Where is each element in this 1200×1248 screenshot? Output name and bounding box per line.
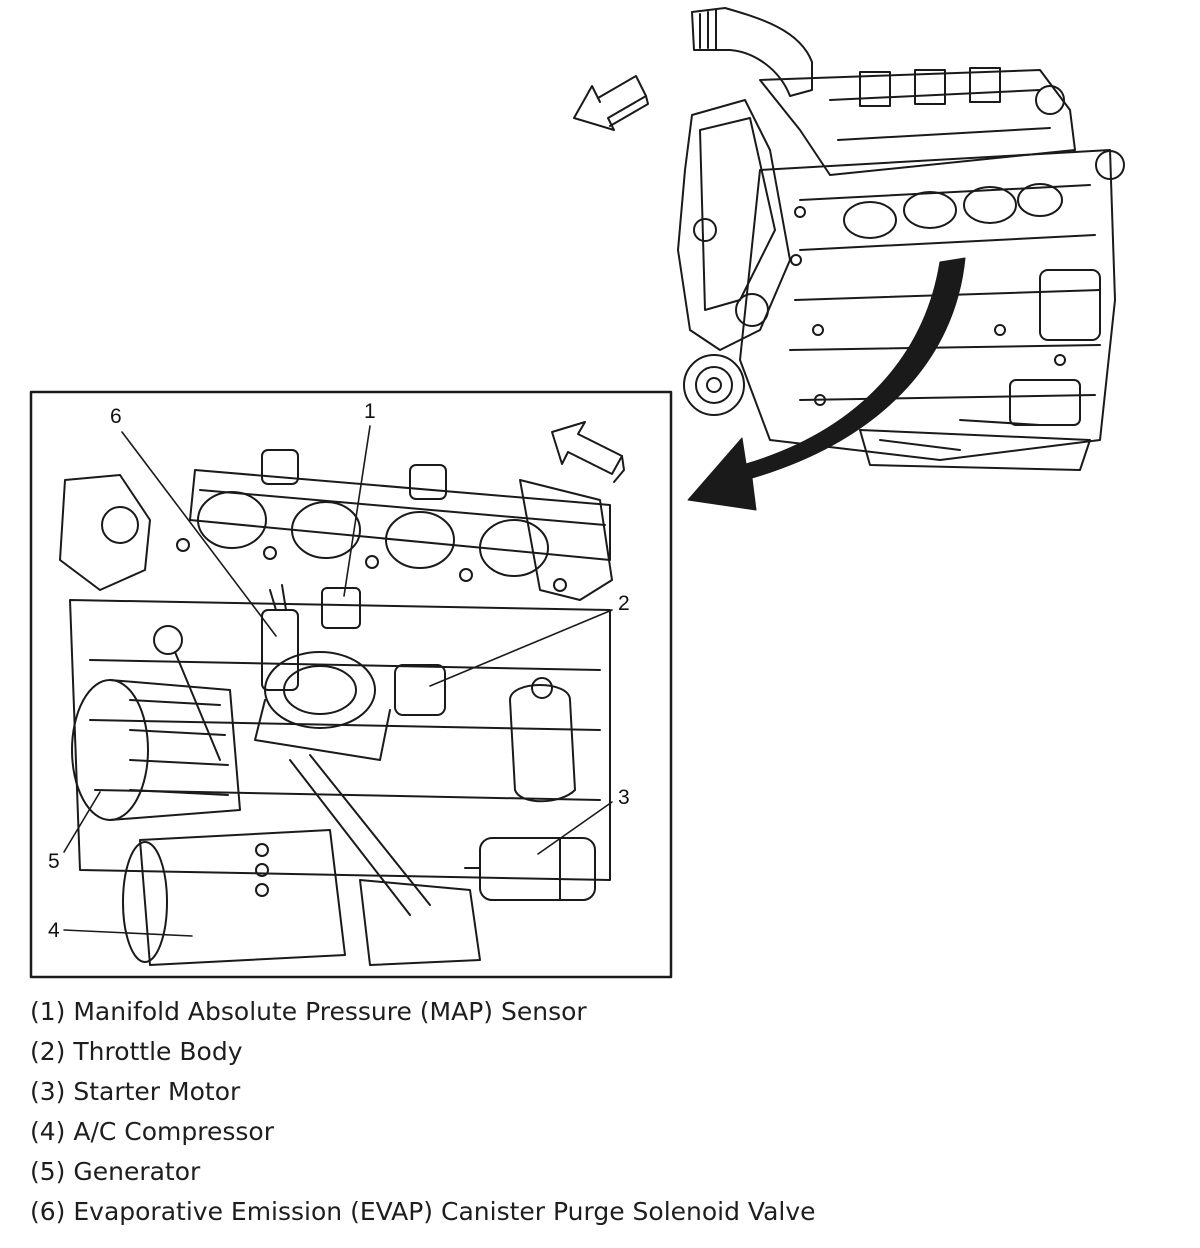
overview-engine-illustration — [677, 7, 1125, 471]
engine-diagram: 6 1 2 3 5 4 — [29, 7, 1125, 979]
detail-engine-illustration — [59, 449, 613, 966]
component-legend: (1) Manifold Absolute Pressure (MAP) Sen… — [30, 992, 1180, 1232]
legend-item-6: (6) Evaporative Emission (EVAP) Canister… — [30, 1197, 816, 1226]
curved-location-arrow — [687, 257, 966, 511]
legend-item-5: (5) Generator — [30, 1157, 201, 1186]
callout-2: 2 — [618, 592, 630, 615]
callout-3: 3 — [618, 786, 630, 809]
overview-direction-arrow — [573, 75, 647, 131]
legend-item-2: (2) Throttle Body — [30, 1037, 243, 1066]
callout-5: 5 — [48, 850, 60, 873]
legend-item-1: (1) Manifold Absolute Pressure (MAP) Sen… — [30, 997, 587, 1026]
callout-1: 1 — [364, 400, 376, 423]
leader-lines — [63, 425, 613, 937]
legend-item-4: (4) A/C Compressor — [30, 1117, 274, 1146]
callout-6: 6 — [110, 405, 122, 428]
detail-inset-frame — [29, 390, 673, 979]
callout-4: 4 — [48, 919, 60, 942]
inset-direction-arrow — [551, 421, 623, 475]
legend-item-3: (3) Starter Motor — [30, 1077, 241, 1106]
